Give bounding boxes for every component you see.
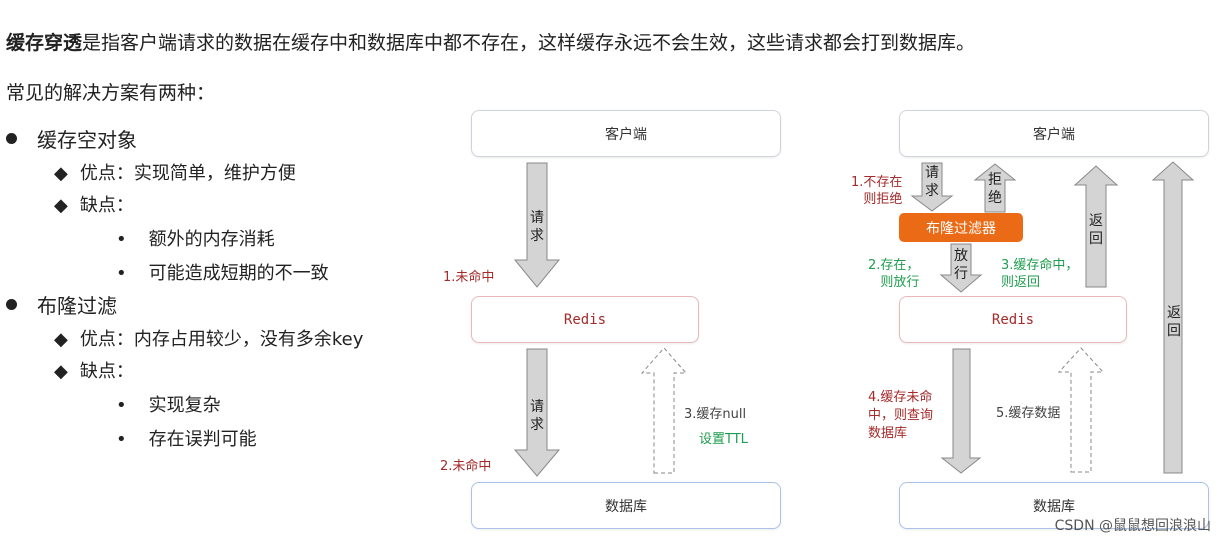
cons-item: 实现复杂 [148, 395, 221, 416]
intro-rest: 是指客户端请求的数据在缓存中和数据库中都不存在，这样缓存永远不会生效，这些请求都… [82, 32, 976, 54]
request-label: 请求 [530, 399, 544, 433]
diamond-icon: ◆ [54, 361, 68, 382]
cache-null-label: 3.缓存null [684, 407, 747, 422]
cons-label: 缺点： [79, 361, 134, 382]
database-box: 数据库 [471, 482, 781, 529]
down-arrow-icon [910, 162, 954, 212]
miss-label: 2.未命中 [440, 459, 492, 474]
miss-label: 1.未命中 [443, 270, 495, 285]
reject-label: 拒绝 [988, 172, 1002, 206]
cache-data-label: 5.缓存数据 [996, 406, 1061, 421]
solution-1: 缓存空对象 ◆ 优点：实现简单，维护方便 ◆ 缺点： • 额外的内存消耗 • 可能造成短… [6, 124, 329, 285]
solution-title: 布隆过滤 [37, 294, 117, 318]
down-arrow-icon [513, 348, 561, 477]
cache-hit-label: 3.缓存命中， 则返回 [1001, 258, 1079, 290]
intro-paragraph: 缓存穿透是指客户端请求的数据在缓存中和数据库中都不存在，这样缓存永远不会生效，这… [6, 28, 975, 55]
cons-item: 可能造成短期的不一致 [148, 263, 329, 284]
cons-item: 存在误判可能 [148, 429, 257, 450]
bullet-dot-icon [6, 133, 17, 144]
solution-title: 缓存空对象 [37, 128, 137, 152]
diamond-icon: ◆ [54, 195, 68, 216]
intro-term: 缓存穿透 [6, 32, 83, 54]
request-label: 请求 [530, 210, 544, 244]
dashed-up-arrow-icon [1057, 347, 1105, 473]
cache-miss-query-label: 4.缓存未命 中，则查询 数据库 [868, 390, 934, 441]
bloom-filter-box: 布隆过滤器 [899, 213, 1023, 242]
pros-text: 优点：实现简单，维护方便 [79, 163, 296, 184]
up-arrow-icon [1073, 165, 1119, 288]
diamond-icon: ◆ [54, 163, 68, 184]
database-box: 数据库 [899, 482, 1209, 529]
down-arrow-icon [513, 162, 561, 288]
cons-label: 缺点： [79, 195, 134, 216]
client-box: 客户端 [899, 110, 1209, 157]
dashed-up-arrow-icon [640, 347, 688, 474]
client-box: 客户端 [471, 110, 781, 157]
diamond-icon: ◆ [54, 329, 68, 350]
solution-2: 布隆过滤 ◆ 优点：内存占用较少，没有多余key ◆ 缺点： • 实现复杂 • 存在误判… [6, 290, 363, 451]
small-dot-icon: • [116, 229, 127, 250]
return-label: 返回 [1089, 213, 1103, 247]
pros-text: 优点：内存占用较少，没有多余key [79, 329, 364, 350]
cons-item: 额外的内存消耗 [148, 229, 275, 250]
redis-box: Redis [899, 296, 1127, 343]
down-arrow-icon [940, 348, 982, 474]
set-ttl-label: 设置TTL [699, 432, 748, 447]
exist-label: 2.存在， 则放行 [868, 258, 920, 290]
small-dot-icon: • [116, 429, 127, 450]
subtitle: 常见的解决方案有两种： [6, 82, 216, 104]
redis-box: Redis [471, 296, 699, 343]
bullet-dot-icon [6, 299, 17, 310]
small-dot-icon: • [116, 395, 127, 416]
watermark: CSDN @鼠鼠想回浪浪山 [1054, 518, 1211, 534]
not-exist-label: 1.不存在 则拒绝 [851, 175, 903, 207]
pass-label: 放行 [954, 248, 968, 282]
request-label: 请求 [925, 165, 939, 199]
down-arrow-icon [939, 243, 983, 293]
return-label: 返回 [1167, 305, 1181, 339]
small-dot-icon: • [116, 263, 127, 284]
up-arrow-icon [1151, 161, 1195, 474]
up-arrow-icon [973, 163, 1017, 213]
